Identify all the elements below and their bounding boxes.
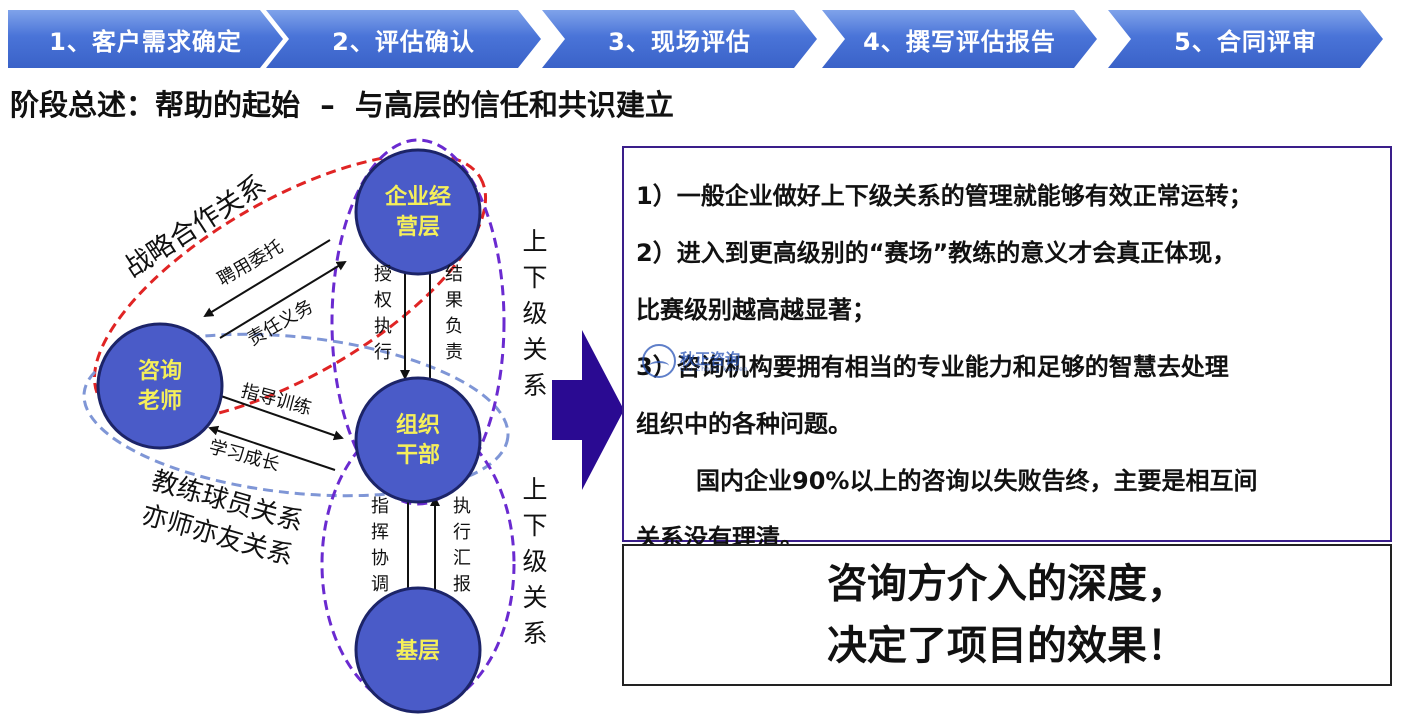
- direct-label: 指 挥 协 调: [371, 496, 389, 595]
- explanation-line: 比赛级别越高越显著；: [636, 296, 876, 324]
- executive-node: 企业经 营层: [354, 148, 482, 276]
- conclusion-box: 咨询方介入的深度， 决定了项目的效果！: [622, 544, 1392, 686]
- coach-ellipse: [82, 332, 510, 498]
- direct-char: 指: [371, 496, 389, 517]
- authorize-char: 授: [374, 264, 392, 285]
- duty-label: 责任义务: [244, 296, 317, 350]
- step-4-label: 4、撰写评估报告: [863, 27, 1056, 56]
- explanation-line: 国内企业90%以上的咨询以失败告终，主要是相互间: [696, 467, 1258, 495]
- hierarchy-top-char: 系: [522, 371, 547, 400]
- step-4[interactable]: 4、撰写评估报告: [822, 10, 1097, 68]
- middle-node: 组织 干部: [354, 376, 482, 504]
- strategic-ellipse: [92, 152, 488, 424]
- guide-label: 指导训练: [239, 381, 314, 420]
- learn-arrow: [208, 425, 336, 471]
- hierarchy-bottom-char: 上: [522, 475, 547, 504]
- consultant-node-line2: 老师: [137, 388, 182, 414]
- authorize-char: 执: [374, 316, 392, 337]
- hierarchy-bottom-char: 级: [522, 547, 547, 576]
- hierarchy-bottom-char: 关: [522, 583, 547, 612]
- authorize-char: 行: [374, 342, 392, 363]
- hierarchy-top-label: 上 下 级 关 系: [522, 227, 547, 400]
- result-char: 果: [445, 290, 463, 311]
- authorize-label: 授 权 执 行: [374, 264, 392, 363]
- conclusion-line: 咨询方介入的深度，: [827, 561, 1187, 607]
- step-2-label: 2、评估确认: [332, 27, 475, 56]
- step-5-label: 5、合同评审: [1174, 27, 1317, 56]
- step-3[interactable]: 3、现场评估: [542, 10, 817, 68]
- direct-char: 调: [371, 574, 389, 595]
- hierarchy-top-char: 下: [522, 263, 547, 292]
- report-char: 汇: [453, 548, 471, 569]
- guide-arrow: [217, 394, 344, 441]
- hierarchy-bottom-ellipse: [320, 417, 516, 711]
- hierarchy-bottom-label: 上 下 级 关 系: [522, 475, 547, 648]
- step-1-label: 1、客户需求确定: [49, 27, 242, 56]
- explanation-line: 3）咨询机构要拥有相当的专业能力和足够的智慧去处理: [636, 353, 1229, 381]
- base-node-label: 基层: [396, 639, 440, 664]
- hierarchy-top-char: 上: [522, 227, 547, 256]
- step-3-label: 3、现场评估: [608, 27, 751, 56]
- hierarchy-bottom-char: 下: [522, 511, 547, 540]
- hierarchy-top-char: 级: [522, 299, 547, 328]
- step-5[interactable]: 5、合同评审: [1108, 10, 1383, 68]
- explanation-line: 组织中的各种问题。: [636, 410, 852, 438]
- report-label: 执 行 汇 报: [453, 496, 471, 595]
- explanation-line: 1）一般企业做好上下级关系的管理就能够有效正常运转；: [636, 182, 1253, 210]
- result-char: 负: [445, 316, 463, 337]
- explanation-line: 2）进入到更高级别的“赛场”教练的意义才会真正体现，: [636, 239, 1237, 267]
- consultant-node: 咨询 老师: [96, 322, 224, 450]
- stage-summary-title: 阶段总述：帮助的起始 – 与高层的信任和共识建立: [10, 88, 674, 122]
- base-node: 基层: [354, 586, 482, 714]
- executive-node-line1: 企业经: [384, 184, 451, 210]
- direct-char: 挥: [371, 522, 389, 543]
- duty-arrow: [219, 260, 347, 339]
- direct-char: 协: [371, 548, 389, 569]
- result-label: 结 果 负 责: [445, 264, 463, 363]
- result-char: 结: [445, 264, 463, 285]
- conclusion-line: 决定了项目的效果！: [827, 623, 1187, 669]
- hierarchy-bottom-char: 系: [522, 619, 547, 648]
- report-char: 执: [453, 496, 471, 517]
- report-char: 行: [453, 522, 471, 543]
- hire-arrow: [203, 239, 331, 318]
- middle-node-line1: 组织: [396, 412, 440, 438]
- executive-node-line2: 营层: [396, 215, 440, 240]
- result-char: 责: [445, 342, 463, 363]
- hierarchy-top-char: 关: [522, 335, 547, 364]
- hierarchy-top-ellipse: [330, 138, 506, 506]
- process-steps: 1、客户需求确定 2、评估确认 3、现场评估 4、撰写评估报告 5、合同评审: [8, 10, 1400, 68]
- consultant-node-line1: 咨询: [138, 358, 182, 384]
- transition-arrow-icon: [552, 330, 624, 490]
- explanation-box: 1）一般企业做好上下级关系的管理就能够有效正常运转； 2）进入到更高级别的“赛场…: [622, 146, 1392, 552]
- authorize-char: 权: [374, 290, 392, 311]
- report-char: 报: [453, 574, 471, 595]
- hire-label: 聘用委托: [214, 236, 287, 290]
- middle-node-line2: 干部: [396, 442, 440, 468]
- step-1[interactable]: 1、客户需求确定: [8, 10, 283, 68]
- learn-label: 学习成长: [207, 437, 282, 476]
- step-2[interactable]: 2、评估确认: [266, 10, 541, 68]
